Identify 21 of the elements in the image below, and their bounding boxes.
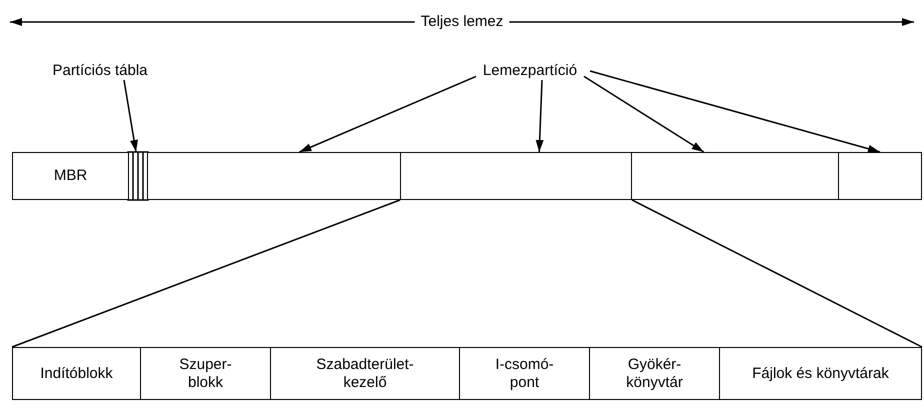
connector-line: [632, 199, 922, 348]
callout-label: Lemezpartíció: [470, 62, 590, 80]
block-box: I-csomó- pont: [459, 347, 590, 400]
arrow: [590, 70, 880, 153]
callout-label: Partíciós tábla: [40, 62, 160, 80]
partition-box: [147, 152, 401, 200]
block-box: Indítóblokk: [12, 347, 141, 400]
partition-table-icon: [127, 151, 149, 201]
block-box: Szabadterület- kezelő: [270, 347, 460, 400]
partition-box: [631, 152, 839, 200]
block-box: Szuper- blokk: [140, 347, 271, 400]
block-box: Fájlok és könyvtárak: [719, 347, 922, 400]
arrow: [584, 76, 704, 153]
block-box: Gyökér- könyvtár: [589, 347, 720, 400]
arrow: [123, 80, 138, 152]
arrow: [536, 80, 544, 152]
connector-line: [12, 199, 400, 348]
arrow: [299, 76, 476, 153]
mbr-box: MBR: [12, 152, 129, 200]
partition-box: [838, 152, 922, 200]
partition-box: [400, 152, 632, 200]
